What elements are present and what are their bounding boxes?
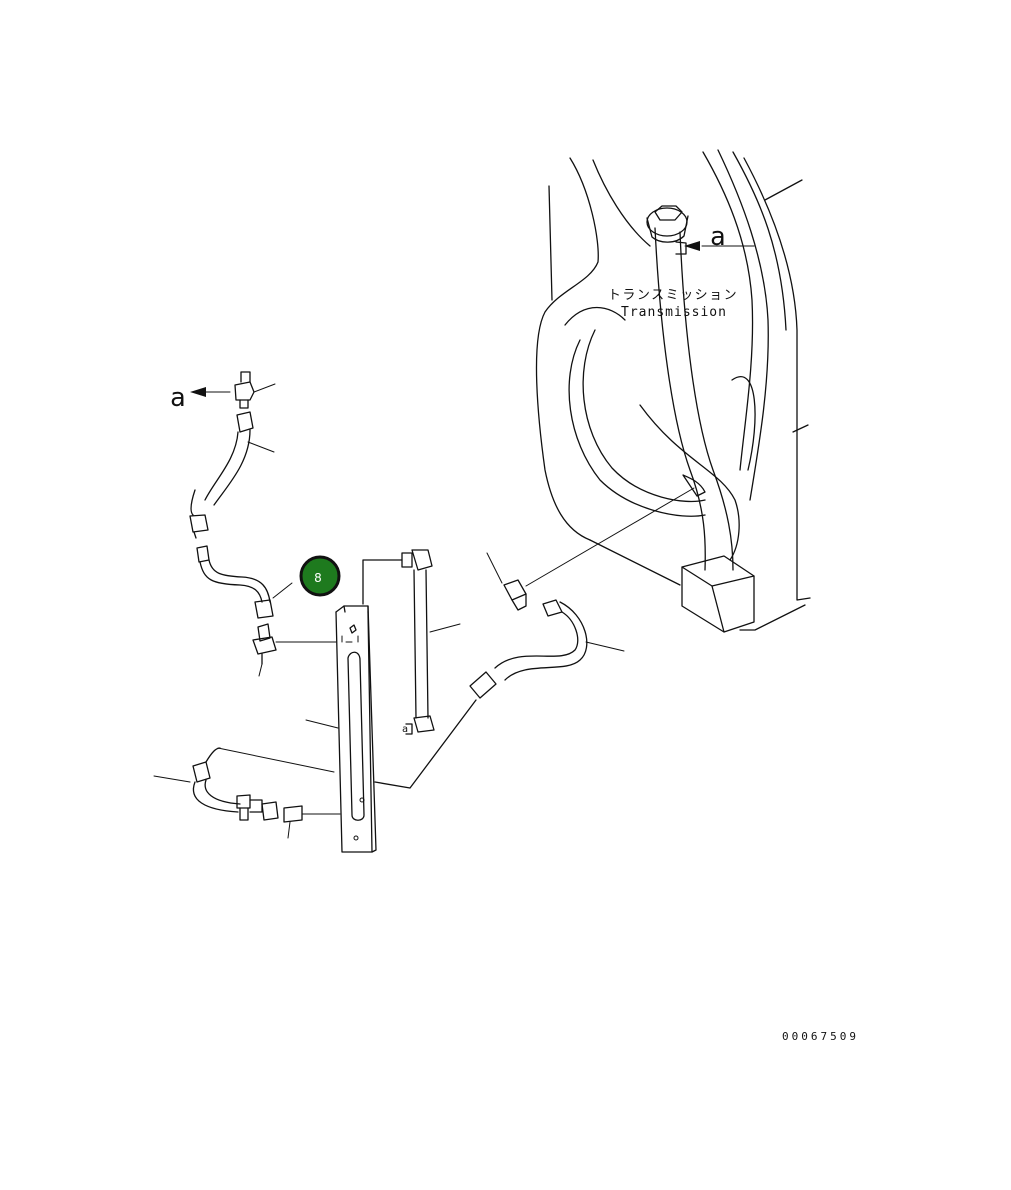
item-number-badge: 8 [299,555,341,597]
badge-number: 8 [314,571,322,585]
elbow-fitting-right [486,487,695,611]
tube-bottom-left [153,747,341,839]
tee-fitting [252,623,337,677]
elbow-fitting-top [234,371,276,409]
vertical-hose [362,549,461,735]
hose-end-label-a: a [402,724,408,735]
hose-upper-left [189,411,275,539]
transmission-label-jp: トランスミッション [608,288,738,303]
transmission-case-box [681,555,755,633]
hose-right-angle [374,599,625,789]
tube-middle-left [196,545,293,619]
mounting-bracket [217,605,377,853]
oil-filler-pipe [646,205,734,571]
connector-label-a-right: a [710,222,726,252]
transmission-housing [535,149,811,631]
connector-arrow-right [684,241,755,251]
transmission-label-en: Transmission [621,305,727,320]
connector-arrow-left [190,387,231,397]
connector-label-a-left: a [170,383,186,413]
figure-number: 00067509 [782,1030,859,1043]
